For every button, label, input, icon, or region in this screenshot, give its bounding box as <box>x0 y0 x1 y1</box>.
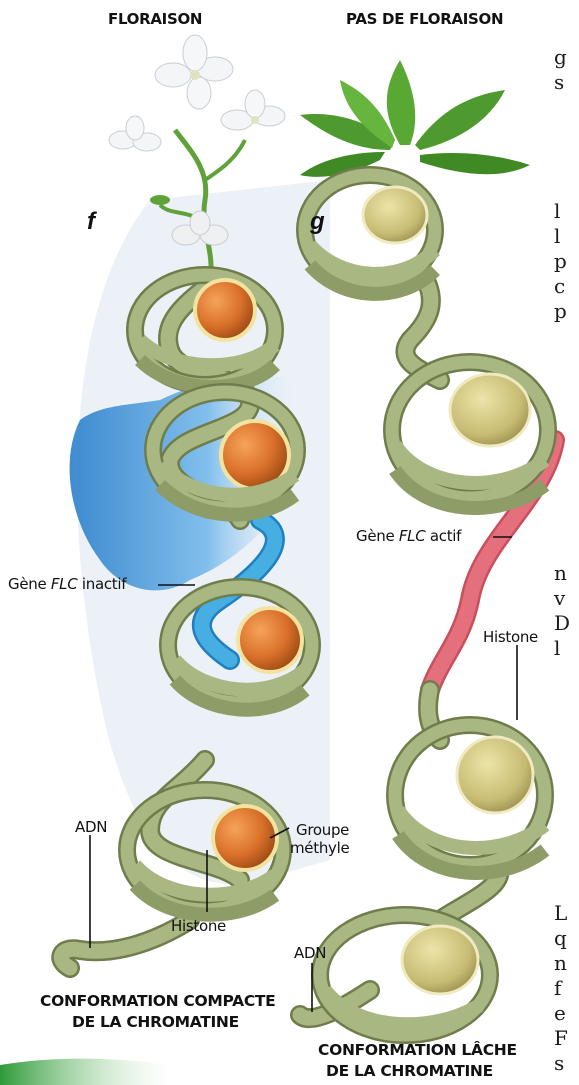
side-text-13: n <box>554 950 567 976</box>
side-text-9: D <box>554 610 570 636</box>
side-text-14: f <box>554 975 561 1001</box>
label-methyl-line2: méthyle <box>290 839 349 857</box>
nucleosome-right-2 <box>392 362 548 508</box>
side-text-7: n <box>554 560 567 586</box>
panel-label-g: g <box>310 208 325 236</box>
label-gene-inactive: Gène FLC inactif <box>8 575 126 593</box>
side-text-8: v <box>554 585 565 611</box>
side-text-4: p <box>554 248 567 274</box>
side-text-3: l <box>554 223 560 249</box>
nucleosome-right-4 <box>320 915 490 1035</box>
side-text-2: l <box>554 198 560 224</box>
title-loose-line1: CONFORMATION LÂCHE <box>318 1040 517 1061</box>
title-loose-line2: DE LA CHROMATINE <box>326 1061 493 1082</box>
green-bar <box>0 1059 170 1085</box>
label-methyl-line1: Groupe <box>296 821 349 839</box>
title-compact-line1: CONFORMATION COMPACTE <box>40 991 275 1012</box>
title-compact-line2: DE LA CHROMATINE <box>72 1012 239 1033</box>
leaf-rosette-icon <box>300 60 530 177</box>
label-adn-right: ADN <box>294 944 326 962</box>
side-text-15: e <box>554 1000 566 1026</box>
side-text-11: L <box>554 900 567 926</box>
side-text-10: l <box>554 635 560 661</box>
label-adn-left: ADN <box>75 818 107 836</box>
panel-label-f: f <box>87 208 95 236</box>
label-histone-left: Histone <box>171 917 226 935</box>
header-flowering: FLORAISON <box>108 10 202 28</box>
side-text-6: p <box>554 298 567 324</box>
label-histone-right: Histone <box>483 628 538 646</box>
side-text-1: s <box>554 69 564 95</box>
side-text-5: c <box>554 273 565 299</box>
side-text-12: q <box>554 925 567 951</box>
side-text-0: g <box>554 44 567 70</box>
nucleosome-right-3 <box>395 725 545 873</box>
label-gene-active: Gène FLC actif <box>356 527 461 545</box>
header-no-flowering: PAS DE FLORAISON <box>346 10 503 28</box>
side-text-17: s <box>554 1050 564 1076</box>
side-text-16: F <box>554 1025 568 1051</box>
